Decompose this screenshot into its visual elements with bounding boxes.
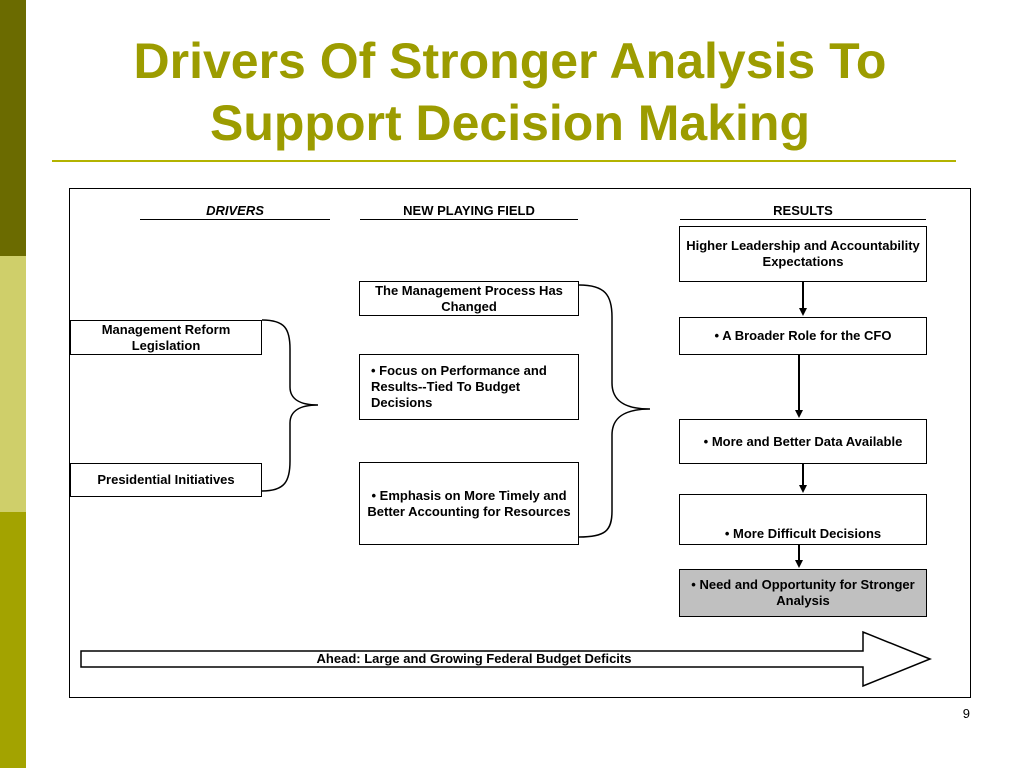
slide-title: Drivers Of Stronger Analysis To Support … <box>60 30 960 154</box>
result-box-leadership: Higher Leadership and Accountability Exp… <box>679 226 927 282</box>
driver-box-presidential-initiatives: Presidential Initiatives <box>70 463 262 497</box>
result-arrowhead-1 <box>799 308 807 316</box>
drivers-brace <box>261 319 319 492</box>
field-box-management-process: The Management Process Has Changed <box>359 281 579 316</box>
results-header: RESULTS <box>680 203 926 220</box>
accent-segment-mid <box>0 512 26 768</box>
drivers-header: DRIVERS <box>140 203 330 220</box>
result-arrowhead-2 <box>795 410 803 418</box>
left-accent-bar <box>0 0 26 768</box>
title-underline <box>52 160 956 162</box>
driver-box-management-reform: Management Reform Legislation <box>70 320 262 355</box>
diagram-frame: DRIVERS NEW PLAYING FIELD RESULTS Manage… <box>69 188 971 698</box>
result-box-cfo-role: • A Broader Role for the CFO <box>679 317 927 355</box>
bottom-arrow-label: Ahead: Large and Growing Federal Budget … <box>316 651 632 666</box>
diagram-connectors <box>80 282 933 688</box>
result-arrowhead-4 <box>795 560 803 568</box>
accent-segment-dark <box>0 0 26 256</box>
title-line-2: Support Decision Making <box>209 95 811 151</box>
result-arrowhead-3 <box>799 485 807 493</box>
title-line-1: Drivers Of Stronger Analysis To <box>133 33 887 89</box>
result-box-better-data: • More and Better Data Available <box>679 419 927 464</box>
field-box-timely-accounting: • Emphasis on More Timely and Better Acc… <box>359 462 579 545</box>
field-box-focus-performance: • Focus on Performance and Results--Tied… <box>359 354 579 420</box>
accent-segment-light <box>0 256 26 512</box>
field-brace <box>578 284 651 538</box>
result-box-difficult-decisions: • More Difficult Decisions <box>679 494 927 545</box>
result-box-stronger-analysis: • Need and Opportunity for Stronger Anal… <box>679 569 927 617</box>
page-number: 9 <box>962 706 970 721</box>
bottom-arrow <box>80 630 933 688</box>
playing-field-header: NEW PLAYING FIELD <box>360 203 578 220</box>
